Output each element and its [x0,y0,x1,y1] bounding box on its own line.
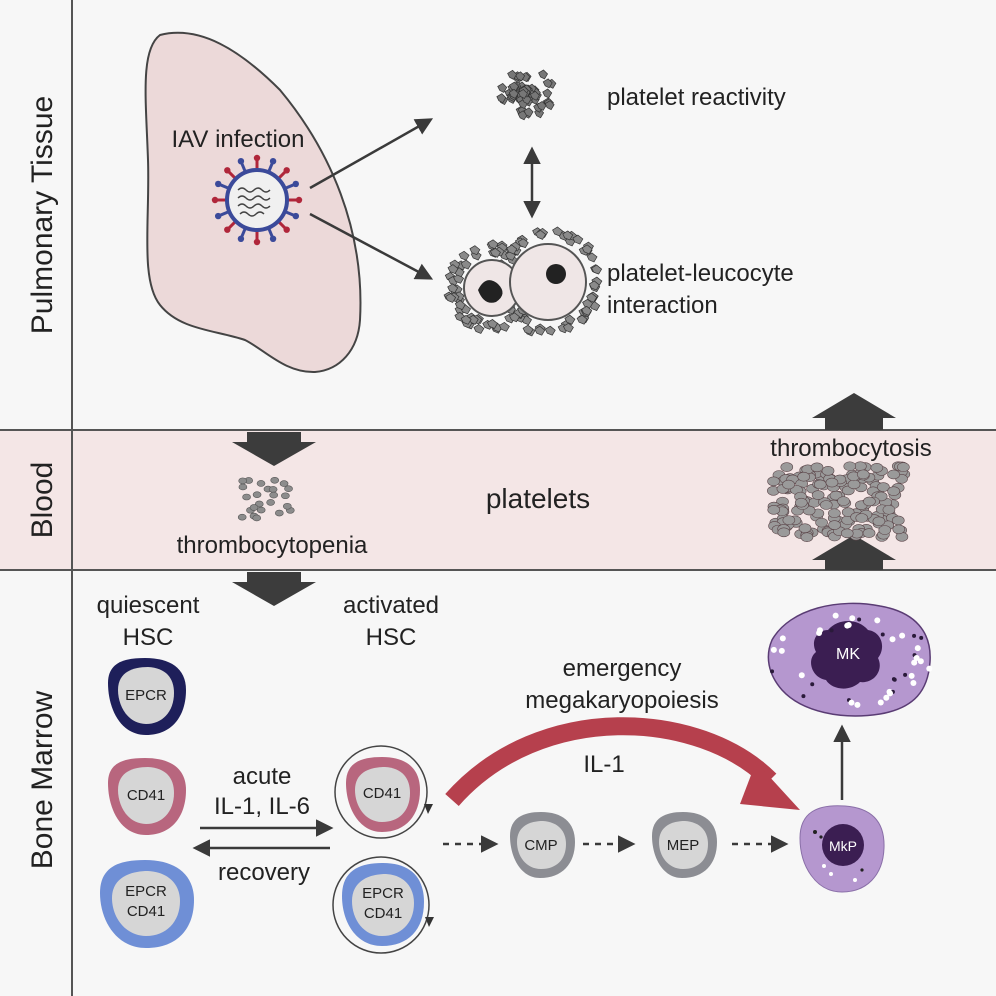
svg-text:EPCR: EPCR [125,687,167,704]
emergency-arrow-shaft [445,717,777,806]
svg-text:MkP: MkP [829,838,857,854]
recovery-label: recovery [218,859,310,886]
activated-label-line2: HSC [366,624,417,651]
up-block-arrow-into-blood [812,535,896,570]
thrombocytosis-label: thrombocytosis [770,435,931,462]
mkp-cell: MkP [799,805,885,893]
quiescent-epcr-cd41-cell: EPCR CD41 [100,860,194,948]
down-block-arrow-into-marrow [232,572,316,606]
iav-infection-label: IAV infection [172,126,305,153]
svg-text:CD41: CD41 [127,903,165,920]
svg-text:MK: MK [836,646,860,663]
virus-icon [211,154,303,246]
quiescent-label-line2: HSC [123,624,174,651]
thrombocytopenia-label: thrombocytopenia [177,532,368,559]
svg-text:EPCR: EPCR [362,885,404,902]
band-label-blood: Blood [26,462,59,539]
activated-epcr-cd41-cell: EPCR CD41 [332,856,434,954]
arrow-to-reactivity [309,118,434,190]
emergency-label-line1: emergency [563,655,682,682]
megakaryocyte-cell: MK [767,602,933,717]
activated-label-line1: activated [343,592,439,619]
emergency-arrow-head [740,762,800,810]
emergency-label-line2: megakaryopoiesis [525,687,718,714]
platelet-leucocyte-label-line1: platelet-leucocyte [607,260,794,287]
il1-label: IL-1 [583,751,624,778]
quiescent-label-line1: quiescent [97,592,200,619]
platelet-reactivity-label: platelet reactivity [607,84,786,111]
svg-text:CD41: CD41 [363,785,401,802]
up-block-arrow-into-tissue [812,393,896,430]
quiescent-epcr-cell: EPCR [108,658,186,735]
svg-text:CD41: CD41 [364,905,402,922]
acute-label-line1: acute [233,763,292,790]
band-label-marrow: Bone Marrow [26,690,59,869]
svg-text:EPCR: EPCR [125,883,167,900]
activated-platelet-icon [496,69,557,121]
platelets-label: platelets [486,483,590,514]
dense-platelets-icon [767,461,911,542]
svg-text:MEP: MEP [667,837,700,854]
arrow-to-interaction [309,212,434,280]
down-block-arrow-into-blood [232,432,316,466]
acute-label-line2: IL-1, IL-6 [214,793,310,820]
platelet-leucocyte-label-line2: interaction [607,292,718,319]
cmp-cell: CMP [510,812,575,878]
activated-cd41-cell: CD41 [334,745,433,839]
band-label-pulmonary: Pulmonary Tissue [26,96,59,334]
platelet-leucocyte-aggregate-icon [443,226,603,337]
svg-text:CD41: CD41 [127,787,165,804]
sparse-platelets-icon [237,476,295,522]
mep-cell: MEP [652,812,717,878]
quiescent-cd41-cell: CD41 [108,758,186,835]
svg-text:CMP: CMP [524,837,557,854]
